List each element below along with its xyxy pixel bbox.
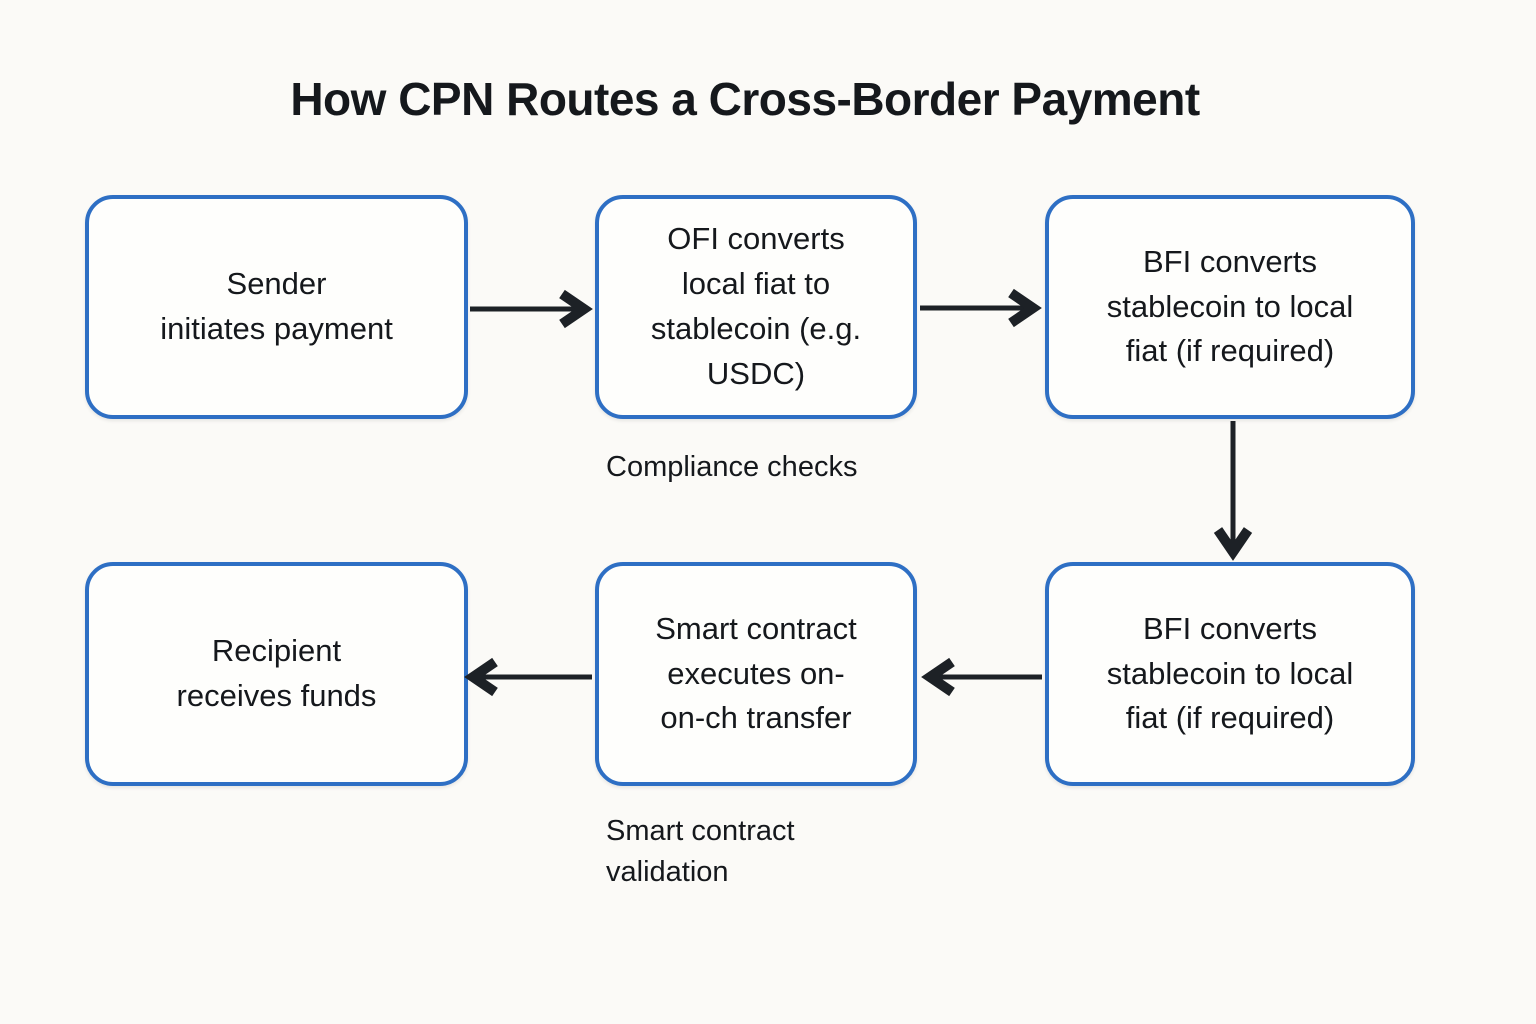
flow-node-bfi-convert-top-label: BFI converts stablecoin to local fiat (i… <box>1106 243 1354 369</box>
flow-node-sender: Sender initiates payment <box>85 195 468 419</box>
flow-node-ofi-convert: OFI converts local fiat to stablecoin (e… <box>595 195 917 419</box>
flow-node-ofi-convert-label: OFI converts local fiat to stablecoin (e… <box>650 221 862 391</box>
diagram-title: How CPN Routes a Cross-Border Payment <box>290 73 1200 125</box>
flow-node-recipient-label: Recipient receives funds <box>176 633 377 713</box>
arrow-ofi-to-bfi-top <box>920 288 1042 328</box>
annotation-compliance-checks: Compliance checks <box>606 451 858 483</box>
arrow-smart-contract-to-recipient <box>464 657 592 697</box>
arrow-bfi-bottom-to-smart-contract <box>921 657 1042 697</box>
flow-node-sender-label: Sender initiates payment <box>160 266 393 346</box>
flow-node-recipient: Recipient receives funds <box>85 562 468 786</box>
flow-node-bfi-convert-bottom: BFI converts stablecoin to local fiat (i… <box>1045 562 1415 786</box>
flow-node-bfi-convert-bottom-label: BFI converts stablecoin to local fiat (i… <box>1106 610 1354 736</box>
arrow-sender-to-ofi <box>470 289 593 329</box>
flow-node-smart-contract: Smart contract executes on- on-ch transf… <box>595 562 917 786</box>
arrow-bfi-top-to-bfi-bottom <box>1213 421 1253 561</box>
flow-node-bfi-convert-top: BFI converts stablecoin to local fiat (i… <box>1045 195 1415 419</box>
flow-node-smart-contract-label: Smart contract executes on- on-ch transf… <box>655 610 857 736</box>
annotation-smart-contract-validation: Smart contract validation <box>606 815 795 888</box>
